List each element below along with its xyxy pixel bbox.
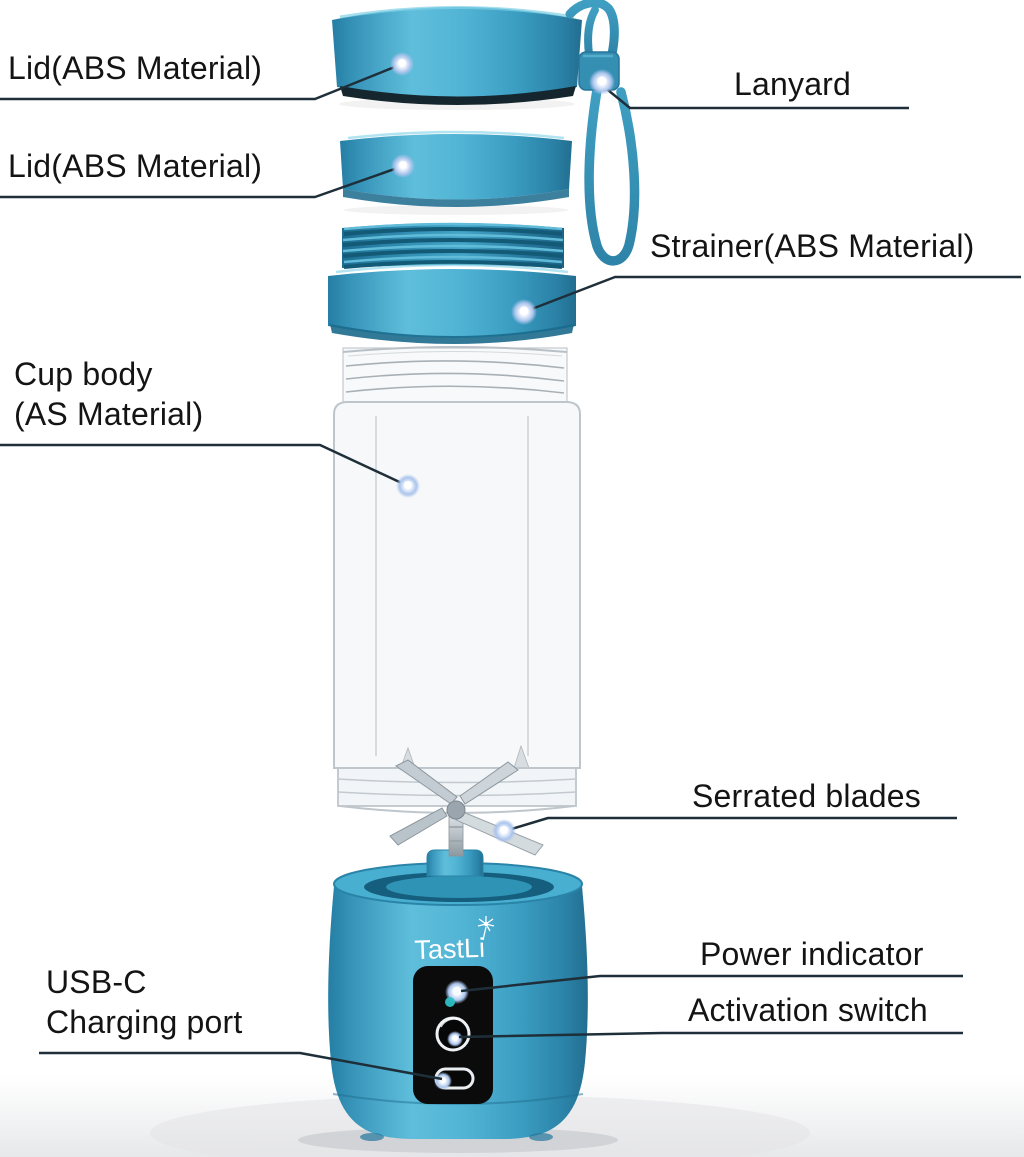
label-activation-switch: Activation switch [688, 990, 928, 1030]
label-strainer: Strainer(ABS Material) [650, 226, 975, 266]
label-usb-c: USB-C Charging port [46, 962, 243, 1042]
label-lid-top-text: Lid(ABS Material) [8, 50, 263, 86]
leader-lid-top [0, 62, 403, 101]
anchor-dot-strainer [511, 299, 537, 325]
anchor-dot-cup-body [396, 474, 420, 498]
anchor-dot-serrated-blades [492, 819, 516, 843]
leader-activation-switch [458, 1031, 963, 1039]
power-indicator-led [445, 980, 469, 1007]
label-usb-c-line1: USB-C [46, 964, 147, 1000]
label-lanyard: Lanyard [734, 64, 851, 104]
label-lid-top: Lid(ABS Material) [8, 48, 262, 88]
lanyard [584, 85, 640, 266]
leader-cup-body [0, 443, 409, 488]
control-panel [413, 966, 493, 1104]
strainer [328, 222, 576, 344]
label-cup-body-line2: (AS Material) [14, 396, 204, 432]
label-serrated-blades: Serrated blades [692, 776, 921, 816]
anchor-dot-lanyard [589, 69, 615, 95]
anchor-dot-lid-top [390, 52, 414, 76]
label-activation-switch-text: Activation switch [688, 992, 928, 1028]
cup-body [333, 346, 581, 814]
label-power-indicator: Power indicator [700, 934, 924, 974]
leader-lines [0, 62, 1021, 1081]
label-lanyard-text: Lanyard [734, 66, 852, 102]
leader-power-indicator [460, 974, 963, 993]
base-unit: TastLi [328, 862, 588, 1141]
leader-strainer [523, 275, 1021, 314]
dandelion-icon [477, 916, 495, 941]
top-lid [332, 0, 620, 110]
inner-lid [340, 130, 572, 215]
label-power-indicator-text: Power indicator [700, 936, 924, 972]
label-cup-body-line1: Cup body [14, 356, 153, 392]
label-lid-inner-text: Lid(ABS Material) [8, 148, 263, 184]
anchor-dots [390, 52, 615, 843]
anchor-dot-lid-inner [391, 154, 415, 178]
leader-lid-inner [0, 164, 404, 199]
label-strainer-text: Strainer(ABS Material) [650, 228, 975, 264]
leader-lanyard [602, 85, 909, 110]
label-cup-body: Cup body (AS Material) [14, 354, 203, 434]
brand-logo: TastLi [414, 916, 495, 965]
leader-serrated-blades [504, 816, 957, 833]
activation-button[interactable] [435, 1016, 471, 1052]
leader-usb-c [39, 1051, 443, 1081]
label-lid-inner: Lid(ABS Material) [8, 146, 262, 186]
brand-logo-text: TastLi [414, 933, 486, 965]
blade-coupling [426, 849, 484, 877]
label-serrated-blades-text: Serrated blades [692, 778, 921, 814]
label-usb-c-line2: Charging port [46, 1004, 243, 1040]
